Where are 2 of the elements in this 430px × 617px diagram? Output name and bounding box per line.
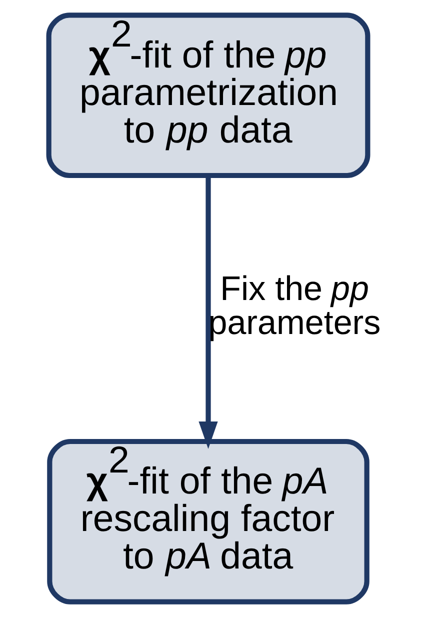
edge-label: Fix the pp parameters [208, 270, 380, 342]
arrow [198, 176, 218, 449]
